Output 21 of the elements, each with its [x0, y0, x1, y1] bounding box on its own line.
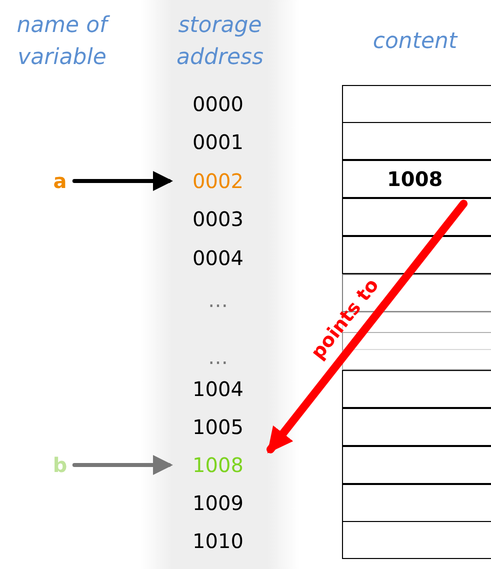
address-text: 0002: [183, 168, 253, 194]
arrow: [72, 455, 173, 475]
address-text: 0001: [192, 129, 244, 155]
memory-cell: 1008: [342, 160, 491, 198]
column-heading: storage address: [176, 12, 264, 72]
column-heading: name of variable: [2, 10, 122, 74]
arrow: [266, 200, 468, 454]
variable-name: a: [48, 168, 72, 194]
address-text: 1010: [192, 528, 244, 554]
address-text: 0004: [192, 245, 244, 271]
variable-name: b: [48, 452, 72, 478]
address-text: 1008: [183, 452, 253, 478]
ellipsis: …: [207, 287, 229, 313]
arrow: [72, 171, 173, 191]
column-heading: content: [372, 28, 459, 56]
address-text: 1009: [192, 490, 244, 516]
address-text: 1005: [192, 414, 244, 440]
address-text: 1004: [192, 376, 244, 402]
address-text: 0003: [192, 206, 244, 232]
ellipsis: …: [207, 344, 229, 370]
address-text: 0000: [192, 91, 244, 117]
